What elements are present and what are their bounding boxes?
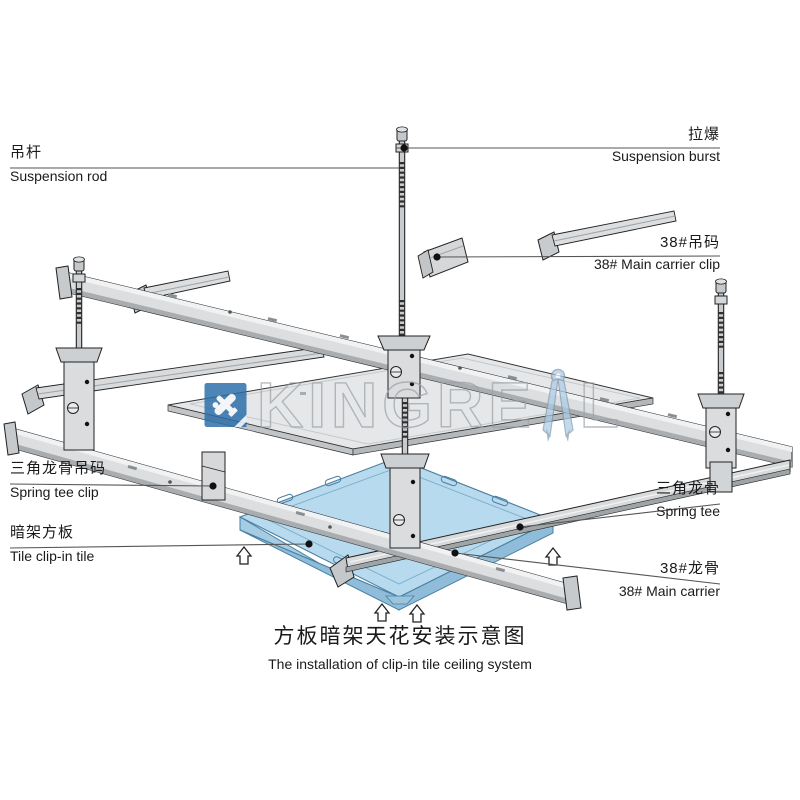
label-suspension-burst-cn: 拉爆: [687, 126, 720, 143]
spring-tee-left: [21, 346, 325, 415]
label-suspension-rod-cn: 吊杆: [10, 144, 43, 161]
label-suspension-burst: 拉爆 Suspension burst: [612, 126, 720, 164]
label-main-carrier-clip-cn: 38#吊码: [659, 234, 720, 251]
label-spring-tee-clip-en: Spring tee clip: [10, 484, 99, 501]
spring-tee-beam: [329, 459, 791, 588]
diagram-title-cn: 方板暗架天花安装示意图: [273, 625, 527, 648]
spring-tee-clip-left: [201, 451, 226, 501]
label-suspension-rod: 吊杆 Suspension rod: [10, 144, 107, 184]
carrier-clip-left: [55, 347, 103, 451]
main-carrier-beam-lower: [3, 421, 582, 611]
compass-icon: [542, 368, 574, 442]
suspension-rod-left: [72, 256, 86, 354]
label-main-carrier-clip: 38#吊码 38# Main carrier clip: [594, 234, 720, 272]
label-tile-clip-in-tile-cn: 暗架方板: [10, 524, 75, 541]
label-main-carrier-en: 38# Main carrier: [618, 583, 720, 600]
spring-tee-stub-top-right: [537, 210, 677, 261]
suspension-rod-right: [714, 278, 728, 398]
label-main-carrier-cn: 38#龙骨: [659, 560, 720, 577]
label-spring-tee-cn: 三角龙骨: [655, 480, 720, 497]
carrier-clip-top: [377, 335, 431, 399]
carrier-clip-right: [697, 393, 745, 493]
label-spring-tee-clip-cn: 三角龙骨吊码: [10, 460, 107, 477]
install-direction-arrows: [235, 545, 562, 623]
label-tile-clip-in-tile-en: Tile clip-in tile: [10, 548, 95, 565]
main-carrier-beam-upper: [55, 265, 793, 468]
label-main-carrier: 38#龙骨 38# Main carrier: [619, 560, 720, 599]
tile-carrier-clip-center: [380, 453, 430, 549]
diagram-title-en: The installation of clip-in tile ceiling…: [268, 656, 532, 672]
label-spring-tee: 三角龙骨 Spring tee: [656, 480, 720, 519]
label-suspension-burst-en: Suspension burst: [611, 148, 720, 165]
kingreal-logo-icon: [204, 383, 247, 427]
label-main-carrier-clip-en: 38# Main carrier clip: [593, 256, 720, 273]
diagram-title: 方板暗架天花安装示意图 The installation of clip-in …: [0, 620, 800, 672]
label-tile-clip-in-tile: 暗架方板 Tile clip-in tile: [10, 524, 94, 564]
watermark: KINGRE L: [204, 358, 624, 452]
label-spring-tee-en: Spring tee: [656, 503, 720, 520]
label-suspension-rod-en: Suspension rod: [10, 168, 108, 185]
watermark-brand-text: KINGRE L: [256, 366, 624, 444]
label-spring-tee-clip: 三角龙骨吊码 Spring tee clip: [10, 460, 106, 500]
